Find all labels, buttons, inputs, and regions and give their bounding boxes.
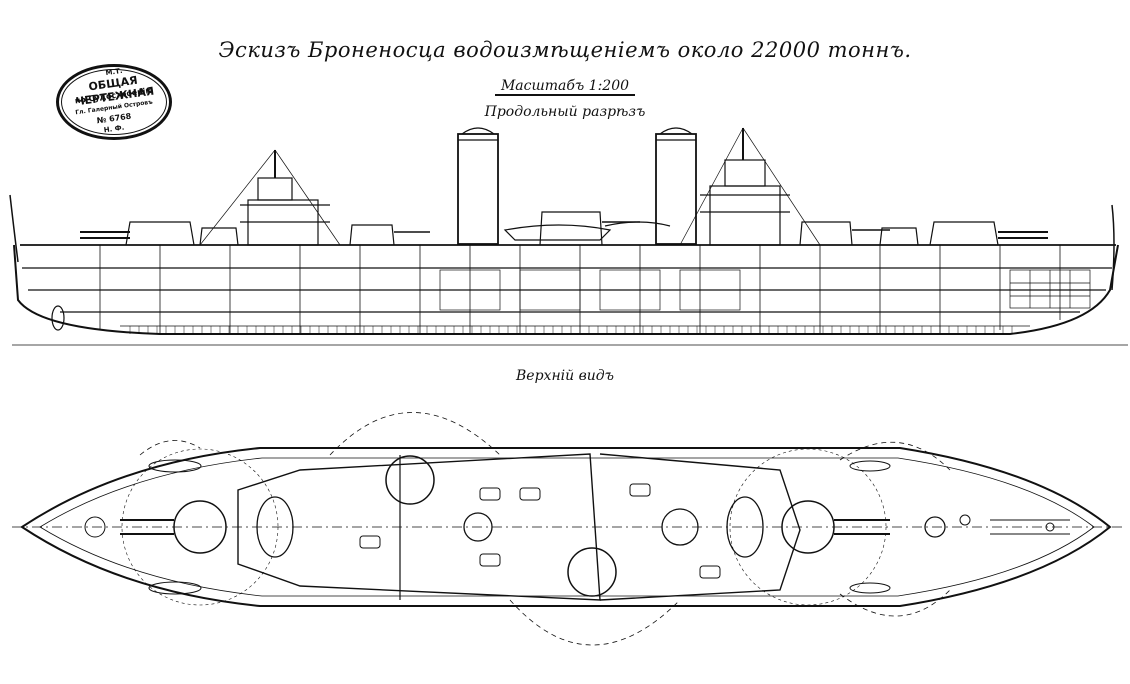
top-plan-view xyxy=(12,412,1126,646)
funnel-aft-top xyxy=(385,455,435,505)
stern-post xyxy=(9,194,19,263)
bottom-frames xyxy=(129,326,1013,334)
aft-main-turret-side xyxy=(80,221,195,246)
aft-main-turret-top xyxy=(120,448,279,606)
wing-turret-arcs xyxy=(139,412,951,646)
funnel-aft xyxy=(457,127,499,245)
stamp-outer-ring xyxy=(56,64,172,140)
scale-text: Масштабъ 1:200 xyxy=(494,78,636,96)
engine-rooms xyxy=(439,269,1091,311)
fore-superstructure xyxy=(599,453,801,601)
aft-bridge xyxy=(240,150,330,246)
inner-deck-edge xyxy=(39,457,1095,597)
anchor-gear xyxy=(959,514,1070,535)
boats xyxy=(503,221,671,241)
fore-main-turret-side xyxy=(929,221,1048,246)
deck-boats xyxy=(148,459,891,595)
scale-label: Масштабъ 1:200 xyxy=(470,78,660,96)
funnel-fore xyxy=(655,127,697,245)
stern-capstan xyxy=(84,516,106,538)
funnel-fore-top xyxy=(567,547,617,597)
rigging xyxy=(199,127,821,246)
longitudinal-section-label: Продольный разрѣзъ xyxy=(484,104,646,120)
side-profile-view xyxy=(9,127,1128,346)
wing-turrets xyxy=(256,496,946,558)
stamp-inner-ring xyxy=(61,69,167,135)
bow-stem xyxy=(1111,204,1115,291)
fore-bridge xyxy=(700,128,790,246)
propeller xyxy=(51,305,65,331)
top-view-label: Верхній видъ xyxy=(516,368,614,384)
fore-main-turret-top xyxy=(729,448,890,606)
archive-stamp: М.Т. ОБЩАЯ ЧЕРТЕЖНАЯ по Судостроенію Гл.… xyxy=(56,64,172,140)
drawing-title: Эскизъ Броненосца водоизмѣщеніемъ около … xyxy=(218,38,912,62)
